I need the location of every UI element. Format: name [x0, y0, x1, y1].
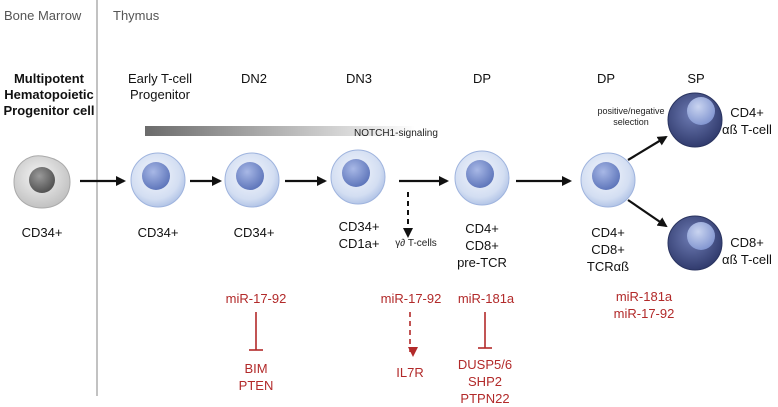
region-thymus: Thymus — [113, 8, 160, 23]
marker-sp-cd4: CD4+ αß T-cell — [716, 104, 778, 138]
stage-mpp-line: Progenitor cell — [3, 103, 95, 118]
marker-line: CD34+ — [21, 225, 63, 240]
arrow-dp-sp-cd4 — [627, 135, 668, 161]
inhibit-dn2 — [249, 312, 263, 351]
selection-label: positive/negative selection — [590, 106, 672, 128]
marker-line: CD4+ — [730, 105, 764, 120]
target-line: DUSP5/6 — [457, 357, 513, 372]
targets-dn3: IL7R — [385, 364, 435, 381]
target-line: SHP2 — [468, 374, 502, 389]
target-line: BIM — [244, 361, 268, 376]
targets-dn2: BIM PTEN — [226, 360, 286, 394]
marker-line: αß T-cell — [722, 252, 772, 267]
region-bone-marrow: Bone Marrow — [4, 8, 82, 23]
marker-line: CD34+ — [233, 225, 275, 240]
targets-dp1: DUSP5/6 SHP2 PTPN22 — [447, 356, 523, 407]
stage-mpp-line: Multipotent — [13, 71, 85, 86]
notch1-label: NOTCH1-signaling — [354, 128, 438, 139]
dn3-cell — [330, 149, 386, 205]
notch1-gradient-bar — [145, 126, 415, 136]
stage-dn3: DN3 — [345, 71, 372, 86]
stage-sp: SP — [687, 71, 705, 86]
sp-cd8-cell — [667, 215, 723, 271]
stage-mpp: Multipotent Hematopoietic Progenitor cel… — [0, 71, 98, 119]
target-line: PTEN — [238, 378, 274, 393]
target-line: IL7R — [396, 365, 424, 380]
mirna-dp1: miR-181a — [457, 291, 515, 306]
stage-etp-line: Early T-cell — [127, 71, 193, 86]
mirna-line: miR-17-92 — [613, 306, 675, 321]
marker-line: CD8+ — [591, 242, 625, 257]
marker-dn2: CD34+ — [222, 224, 286, 241]
dn2-cell — [224, 152, 280, 208]
marker-mpp: CD34+ — [10, 224, 74, 241]
marker-etp: CD34+ — [126, 224, 190, 241]
stage-etp-line: Progenitor — [130, 87, 190, 102]
marker-line: CD8+ — [465, 238, 499, 253]
marker-sp-cd8: CD8+ αß T-cell — [716, 234, 778, 268]
stage-dp1: DP — [472, 71, 492, 86]
dp2-cell — [580, 152, 636, 208]
selection-line: positive/negative — [597, 106, 665, 116]
marker-line: TCRαß — [586, 259, 630, 274]
target-line: PTPN22 — [460, 391, 510, 406]
etp-cell — [130, 152, 186, 208]
marker-line: αß T-cell — [722, 122, 772, 137]
marker-line: CD1a+ — [338, 236, 380, 251]
dp1-cell — [454, 150, 510, 206]
marker-dn3: CD34+ CD1a+ — [327, 218, 391, 252]
stage-dp2: DP — [596, 71, 616, 86]
selection-line: selection — [613, 117, 649, 127]
stage-mpp-line: Hematopoietic — [4, 87, 94, 102]
marker-line: CD4+ — [591, 225, 625, 240]
mirna-dn3: miR-17-92 — [380, 291, 442, 306]
arrow-dp-sp-cd8 — [627, 199, 668, 228]
marker-line: CD4+ — [465, 221, 499, 236]
marker-line: pre-TCR — [457, 255, 507, 270]
marker-line: CD34+ — [137, 225, 179, 240]
mpp-cell — [13, 155, 71, 209]
mirna-dn2: miR-17-92 — [225, 291, 287, 306]
stage-etp: Early T-cell Progenitor — [114, 71, 206, 103]
gamma-delta-label: γ∂ T-cells — [395, 238, 437, 249]
stage-dn2: DN2 — [240, 71, 267, 86]
marker-line: CD34+ — [338, 219, 380, 234]
sp-cd4-cell — [667, 92, 723, 148]
inhibit-dp1 — [478, 312, 492, 349]
marker-dp1: CD4+ CD8+ pre-TCR — [450, 220, 514, 271]
mirna-dp2: miR-181a miR-17-92 — [604, 288, 684, 322]
mirna-line: miR-181a — [615, 289, 673, 304]
marker-line: CD8+ — [730, 235, 764, 250]
marker-dp2: CD4+ CD8+ TCRαß — [576, 224, 640, 275]
